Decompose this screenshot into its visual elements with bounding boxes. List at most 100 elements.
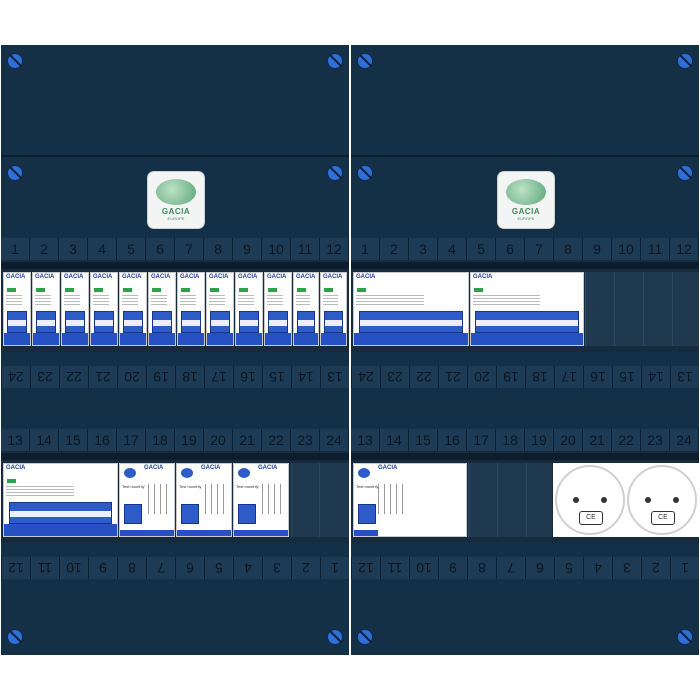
module-brand: GACIA — [122, 274, 142, 280]
number-strip-row2-bottom: 12 11 10 9 8 7 6 5 4 3 2 1 — [351, 557, 699, 579]
screw-icon — [357, 629, 373, 645]
module-brand: GACIA — [93, 274, 113, 280]
number-strip-row1-bottom: 24 23 22 21 20 19 18 17 16 15 14 13 — [351, 366, 699, 388]
slot-number: 19 — [175, 429, 204, 451]
mcb-breaker[interactable]: GACIA — [264, 272, 292, 346]
slot-number: 14 — [291, 366, 320, 388]
test-button-icon[interactable] — [238, 468, 250, 478]
slot-number: 16 — [583, 366, 612, 388]
screw-icon — [7, 629, 23, 645]
slot-number: 18 — [525, 366, 554, 388]
slot-number: 15 — [612, 366, 641, 388]
slot-number: 7 — [146, 557, 175, 579]
slot-number: 3 — [262, 557, 291, 579]
slot-number: 6 — [525, 557, 554, 579]
test-button-icon[interactable] — [181, 468, 193, 478]
logo-sub: EUROPE — [517, 216, 535, 221]
slot-number: 2 — [380, 238, 409, 260]
slot-number: 8 — [204, 238, 233, 260]
test-label: Test monthly — [122, 484, 145, 489]
rcbo-group[interactable]: GACIA — [353, 272, 469, 346]
globe-icon — [156, 179, 196, 205]
slot-number: 6 — [175, 557, 204, 579]
slot-number: 6 — [496, 238, 525, 260]
module-brand: GACIA — [64, 274, 84, 280]
screw-icon — [327, 165, 343, 181]
blank-cover — [585, 272, 699, 346]
screw-icon — [7, 165, 23, 181]
slot-number: 14 — [641, 366, 670, 388]
screw-icon — [327, 629, 343, 645]
test-button-icon[interactable] — [124, 468, 136, 478]
right-panel: GACIA EUROPE 1 2 3 4 5 6 7 8 9 10 11 12 … — [351, 45, 699, 655]
slot-number: 10 — [262, 238, 291, 260]
slot-number: 8 — [467, 557, 496, 579]
slot-number: 4 — [233, 557, 262, 579]
module-brand: GACIA — [209, 274, 229, 280]
mcb-breaker[interactable]: GACIA — [3, 272, 31, 346]
slot-number: 9 — [583, 238, 612, 260]
number-strip-row1-bottom: 24 23 22 21 20 19 18 17 16 15 14 13 — [1, 366, 349, 388]
slot-number: 13 — [320, 366, 349, 388]
logo-brand: GACIA — [511, 207, 541, 216]
module-brand: GACIA — [35, 274, 55, 280]
slot-number: 5 — [204, 557, 233, 579]
slot-number: 20 — [554, 429, 583, 451]
power-socket[interactable]: CE — [627, 465, 697, 535]
number-strip-row2-top: 13 14 15 16 17 18 19 20 21 22 23 24 — [1, 429, 349, 451]
mcb-breaker[interactable]: GACIA — [148, 272, 176, 346]
slot-number: 16 — [233, 366, 262, 388]
screw-icon — [357, 165, 373, 181]
slot-number: 3 — [59, 238, 88, 260]
main-switch[interactable]: GACIA — [3, 463, 118, 537]
blank-cover — [468, 463, 552, 537]
mcb-breaker[interactable]: GACIA — [235, 272, 263, 346]
module-brand: GACIA — [6, 465, 26, 471]
rcbo-group[interactable]: GACIA — [470, 272, 584, 346]
slot-number: 6 — [146, 238, 175, 260]
slot-number: 24 — [320, 429, 349, 451]
slot-number: 22 — [262, 429, 291, 451]
slot-number: 21 — [88, 366, 117, 388]
mcb-breaker[interactable]: GACIA — [119, 272, 147, 346]
slot-number: 9 — [233, 238, 262, 260]
mcb-breaker[interactable]: GACIA — [61, 272, 89, 346]
blank-cover — [319, 463, 349, 537]
slot-number: 7 — [496, 557, 525, 579]
brand-logo: GACIA EUROPE — [148, 172, 204, 228]
mcb-breaker[interactable]: GACIA — [90, 272, 118, 346]
mcb-breaker[interactable]: GACIA — [293, 272, 319, 346]
screw-icon — [677, 165, 693, 181]
screw-icon — [357, 53, 373, 69]
slot-number: 20 — [204, 429, 233, 451]
slot-number: 24 — [1, 366, 30, 388]
number-strip-row2-top: 13 14 15 16 17 18 19 20 21 22 23 24 — [351, 429, 699, 451]
slot-number: 23 — [641, 429, 670, 451]
slot-number: 13 — [670, 366, 699, 388]
slot-number: 19 — [525, 429, 554, 451]
slot-number: 21 — [438, 366, 467, 388]
mcb-breaker[interactable]: GACIA — [206, 272, 234, 346]
slot-number: 7 — [175, 238, 204, 260]
slot-number: 3 — [612, 557, 641, 579]
blank-cover — [291, 463, 319, 537]
number-strip-row1-top: 1 2 3 4 5 6 7 8 9 10 11 12 — [351, 238, 699, 260]
slot-number: 13 — [1, 429, 30, 451]
mcb-breaker[interactable]: GACIA — [32, 272, 60, 346]
slot-number: 9 — [88, 557, 117, 579]
test-button-icon[interactable] — [358, 468, 370, 478]
power-socket[interactable]: CE — [555, 465, 625, 535]
slot-number: 2 — [641, 557, 670, 579]
slot-number: 11 — [30, 557, 59, 579]
mcb-breaker[interactable]: GACIA — [177, 272, 205, 346]
logo-brand: GACIA — [161, 207, 191, 216]
mcb-breaker[interactable]: GACIA — [320, 272, 347, 346]
brand-logo: GACIA EUROPE — [498, 172, 554, 228]
slot-number: 12 — [320, 238, 349, 260]
